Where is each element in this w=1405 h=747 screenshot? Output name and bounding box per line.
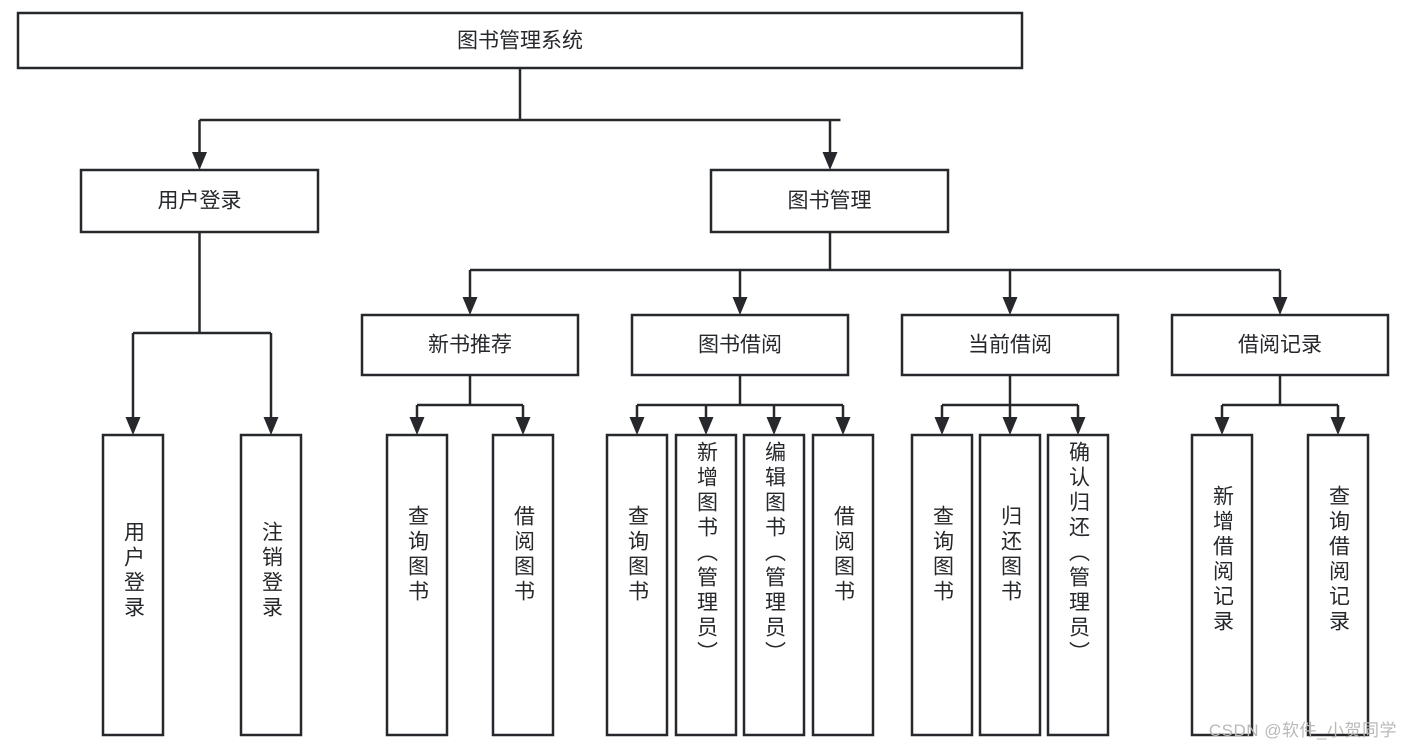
arrowhead-leaf-new-book-2	[515, 417, 531, 435]
node-new-book-recommend-box[interactable]	[360, 313, 580, 377]
node-borrow-record-label: 借阅记录	[1238, 334, 1322, 357]
node-root-label: 图书管理系统	[457, 30, 583, 53]
arrowhead-leaf-borrow-record-1	[1214, 417, 1230, 435]
leaf-book-borrow-2-label: 新增图书（管理员）	[694, 441, 718, 666]
leaf-new-book-1[interactable]: 查询图书	[385, 433, 449, 737]
arrowhead-leaf-current-borrow-1	[934, 417, 950, 435]
leaf-current-borrow-2-box[interactable]	[978, 433, 1042, 737]
leaf-new-book-1-box[interactable]	[385, 433, 449, 737]
arrowhead-leaf-new-book-1	[409, 417, 425, 435]
arrowhead-borrow-record	[1272, 297, 1288, 315]
leaf-current-borrow-2-label: 归还图书	[998, 505, 1022, 605]
arrowhead-leaf-current-borrow-3	[1070, 417, 1086, 435]
leaf-book-borrow-1-box[interactable]	[605, 433, 669, 737]
arrowhead-book-borrow	[732, 297, 748, 315]
leaf-borrow-record-1-box[interactable]	[1190, 433, 1254, 737]
node-current-borrow-label: 当前借阅	[968, 334, 1052, 357]
node-book-borrow[interactable]: 图书借阅	[630, 313, 850, 377]
node-book-manage[interactable]: 图书管理	[709, 168, 950, 234]
node-current-borrow[interactable]: 当前借阅	[900, 313, 1120, 377]
arrowhead-book-manage	[822, 152, 838, 170]
node-root-box[interactable]	[16, 11, 1024, 70]
leaf-book-borrow-3[interactable]: 编辑图书（管理员）	[742, 433, 806, 737]
arrowhead-leaf-book-borrow-2	[698, 417, 714, 435]
leaf-borrow-record-2[interactable]: 查询借阅记录	[1306, 433, 1370, 737]
leaf-new-book-1-label: 查询图书	[405, 505, 429, 605]
node-root[interactable]: 图书管理系统	[16, 11, 1024, 70]
leaf-book-borrow-3-box[interactable]	[742, 433, 806, 737]
leaf-new-book-2-box[interactable]	[491, 433, 555, 737]
leaf-user-login-2-box[interactable]	[239, 433, 303, 737]
arrowhead-leaf-book-borrow-4	[835, 417, 851, 435]
leaf-current-borrow-2[interactable]: 归还图书	[978, 433, 1042, 737]
arrowhead-leaf-user-login-2	[263, 417, 279, 435]
leaf-new-book-2[interactable]: 借阅图书	[491, 433, 555, 737]
node-user-login-box[interactable]	[79, 168, 320, 234]
leaf-user-login-2-label: 注销登录	[259, 521, 283, 621]
arrowhead-leaf-borrow-record-2	[1330, 417, 1346, 435]
node-book-borrow-label: 图书借阅	[698, 334, 782, 357]
node-new-book-recommend[interactable]: 新书推荐	[360, 313, 580, 377]
arrowhead-current-borrow	[1002, 297, 1018, 315]
arrowhead-leaf-user-login-1	[125, 417, 141, 435]
node-user-login[interactable]: 用户登录	[79, 168, 320, 234]
leaf-book-borrow-4-box[interactable]	[811, 433, 875, 737]
node-borrow-record[interactable]: 借阅记录	[1170, 313, 1390, 377]
leaf-borrow-record-1-label: 新增借阅记录	[1210, 485, 1234, 635]
leaf-user-login-1-box[interactable]	[101, 433, 165, 737]
node-book-borrow-box[interactable]	[630, 313, 850, 377]
leaf-current-borrow-1-label: 查询图书	[930, 505, 954, 605]
leaf-current-borrow-3-box[interactable]	[1046, 433, 1110, 737]
leaf-current-borrow-1[interactable]: 查询图书	[910, 433, 974, 737]
leaf-book-borrow-4[interactable]: 借阅图书	[811, 433, 875, 737]
leaf-book-borrow-4-label: 借阅图书	[831, 505, 855, 605]
arrowhead-leaf-current-borrow-2	[1002, 417, 1018, 435]
node-book-manage-box[interactable]	[709, 168, 950, 234]
connector-layer	[125, 68, 1346, 435]
leaf-current-borrow-3-label: 确认归还（管理员）	[1066, 441, 1090, 666]
leaf-user-login-1-label: 用户登录	[121, 521, 145, 621]
node-new-book-recommend-label: 新书推荐	[428, 334, 512, 357]
arrowhead-leaf-book-borrow-1	[629, 417, 645, 435]
leaf-book-borrow-2[interactable]: 新增图书（管理员）	[674, 433, 738, 737]
arrowhead-new-book	[462, 297, 478, 315]
arrowhead-user-login	[192, 152, 207, 170]
leaf-new-book-2-label: 借阅图书	[511, 505, 535, 605]
leaf-book-borrow-1[interactable]: 查询图书	[605, 433, 669, 737]
leaf-borrow-record-1[interactable]: 新增借阅记录	[1190, 433, 1254, 737]
leaf-borrow-record-2-box[interactable]	[1306, 433, 1370, 737]
arrowhead-leaf-book-borrow-3	[766, 417, 782, 435]
leaf-book-borrow-2-box[interactable]	[674, 433, 738, 737]
node-borrow-record-box[interactable]	[1170, 313, 1390, 377]
leaf-book-borrow-3-label: 编辑图书（管理员）	[762, 441, 786, 666]
leaf-user-login-2[interactable]: 注销登录	[239, 433, 303, 737]
leaf-user-login-1[interactable]: 用户登录	[101, 433, 165, 737]
leaf-book-borrow-1-label: 查询图书	[625, 505, 649, 605]
leaf-current-borrow-1-box[interactable]	[910, 433, 974, 737]
node-user-login-label: 用户登录	[158, 190, 242, 213]
leaf-current-borrow-3[interactable]: 确认归还（管理员）	[1046, 433, 1110, 737]
node-book-manage-label: 图书管理	[788, 190, 872, 213]
leaf-borrow-record-2-label: 查询借阅记录	[1326, 485, 1350, 635]
node-current-borrow-box[interactable]	[900, 313, 1120, 377]
